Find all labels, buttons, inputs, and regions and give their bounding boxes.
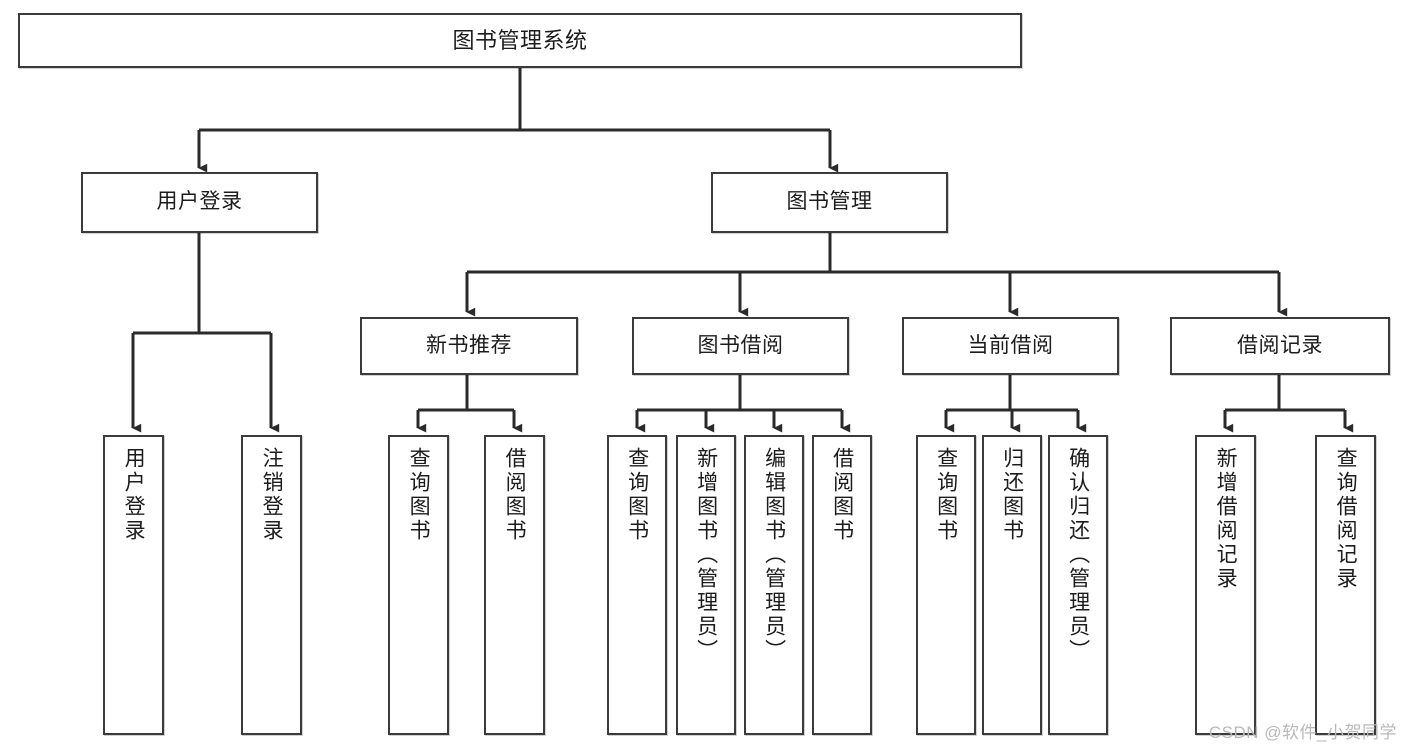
node-label: 图书管理系统: [452, 27, 588, 53]
node-book-borrow[interactable]: 图书借阅: [632, 317, 849, 375]
leaf-borrow-book-recommend[interactable]: 借阅图书: [484, 435, 545, 735]
node-label: 编辑图书（管理员）: [762, 447, 786, 663]
node-root-system[interactable]: 图书管理系统: [18, 13, 1022, 68]
node-label: 当前借阅: [967, 333, 1054, 357]
leaf-confirm-return-admin[interactable]: 确认归还（管理员）: [1048, 435, 1108, 735]
leaf-edit-book-admin[interactable]: 编辑图书（管理员）: [744, 435, 804, 735]
node-label: 查询借阅记录: [1334, 447, 1358, 591]
node-label: 新书推荐: [426, 333, 512, 357]
node-borrow-record[interactable]: 借阅记录: [1170, 317, 1390, 375]
leaf-query-book-current[interactable]: 查询图书: [916, 435, 976, 735]
node-label: 借阅记录: [1237, 333, 1323, 357]
node-label: 确认归还（管理员）: [1066, 447, 1090, 663]
node-label: 图书管理: [786, 190, 873, 214]
leaf-query-book[interactable]: 查询图书: [607, 435, 667, 735]
node-label: 用户登录: [156, 190, 243, 214]
node-label: 新增借阅记录: [1214, 447, 1238, 591]
node-current-borrow[interactable]: 当前借阅: [902, 317, 1119, 375]
node-label: 用户登录: [122, 447, 146, 543]
csdn-watermark: CSDN @软件_小贺同学: [1208, 723, 1397, 742]
leaf-user-login[interactable]: 用户登录: [103, 435, 164, 735]
leaf-query-book-recommend[interactable]: 查询图书: [388, 435, 449, 735]
node-label: 查询图书: [934, 447, 958, 543]
node-label: 查询图书: [407, 447, 431, 543]
node-label: 归还图书: [1000, 447, 1024, 543]
leaf-add-book-admin[interactable]: 新增图书（管理员）: [676, 435, 736, 735]
node-label: 借阅图书: [503, 447, 527, 543]
node-label: 新增图书（管理员）: [694, 447, 718, 663]
node-label: 查询图书: [625, 447, 649, 543]
node-label: 图书借阅: [697, 333, 784, 357]
leaf-logout[interactable]: 注销登录: [241, 435, 302, 735]
leaf-query-borrow-record[interactable]: 查询借阅记录: [1315, 435, 1376, 735]
node-user-login[interactable]: 用户登录: [81, 172, 318, 233]
node-label: 借阅图书: [830, 447, 854, 543]
node-book-management[interactable]: 图书管理: [711, 172, 948, 233]
leaf-return-book[interactable]: 归还图书: [982, 435, 1042, 735]
node-label: 注销登录: [260, 447, 284, 543]
leaf-borrow-book[interactable]: 借阅图书: [812, 435, 872, 735]
leaf-add-borrow-record[interactable]: 新增借阅记录: [1195, 435, 1256, 735]
node-new-book-recommend[interactable]: 新书推荐: [360, 317, 578, 375]
